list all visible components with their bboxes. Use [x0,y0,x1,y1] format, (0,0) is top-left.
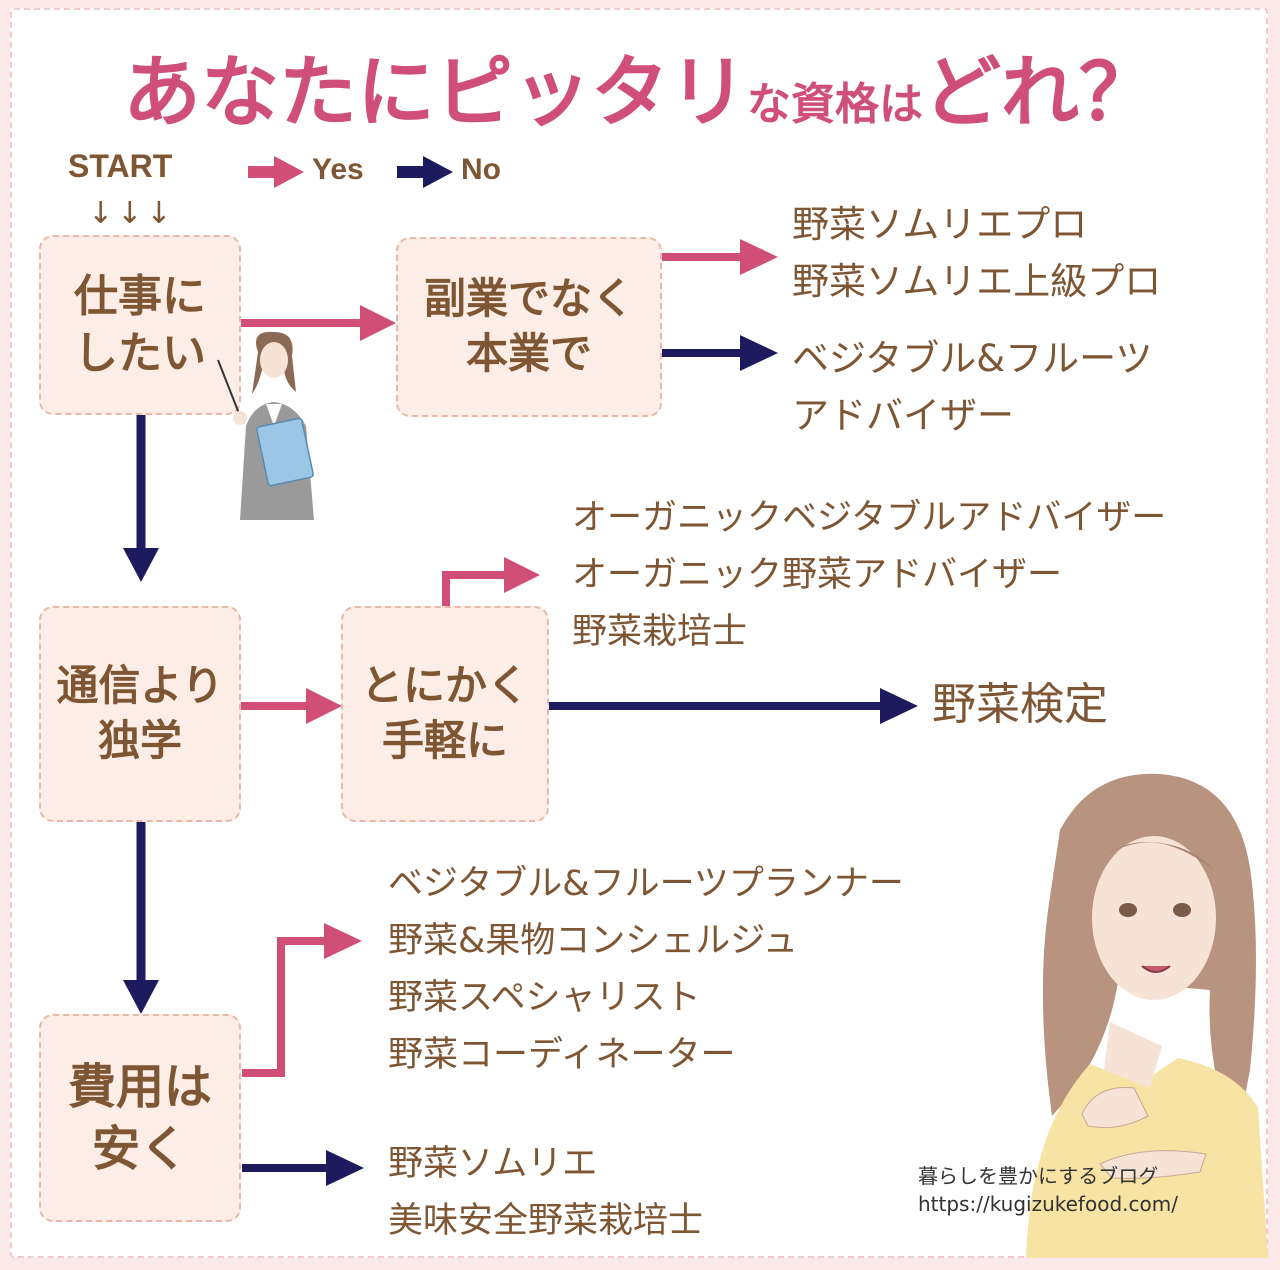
title-part-2: な資格は [747,79,923,130]
result-item: 野菜&果物コンシェルジュ [388,921,798,961]
result-item: 美味安全野菜栽培士 [388,1201,704,1241]
arrow-q3-no [123,822,159,1014]
arrow-q1-yes [240,305,396,341]
result-item: ベジタブル&フルーツ [792,337,1153,380]
question-box-self-study: 通信より 独学 [39,606,241,822]
result-group-5: ベジタブル&フルーツプランナー 野菜&果物コンシェルジュ 野菜スペシャリスト 野… [388,856,904,1084]
arrow-q5-no [242,1150,364,1186]
result-group-4: 野菜検定 [932,676,1108,733]
result-item: 野菜ソムリエプロ [792,203,1088,246]
result-item: 野菜ソムリエ上級プロ [792,260,1162,303]
question-box-easy: とにかく 手軽に [341,606,549,822]
blog-url: https://kugizukefood.com/ [918,1192,1178,1216]
legend-start: START [68,148,173,184]
result-group-1: 野菜ソムリエプロ 野菜ソムリエ上級プロ [792,196,1161,310]
result-item: ベジタブル&フルーツプランナー [388,864,904,904]
legend-no-label: No [461,153,501,186]
result-item: アドバイザー [792,394,1014,437]
arrow-q4-yes [442,557,540,606]
legend-yes-label: Yes [312,153,364,186]
arrow-q2-no [662,335,778,371]
question-box-main-job: 副業でなく 本業で [396,237,662,417]
arrow-q4-no [549,688,918,724]
title-part-3: どれ？ [923,48,1158,138]
blog-credit: 暮らしを豊かにするブログ https://kugizukefood.com/ [918,1162,1178,1218]
legend-yes-arrow [248,156,304,188]
result-item: 野菜コーディネーター [388,1035,736,1075]
question-text-self-study: 通信より 独学 [56,661,224,765]
result-item: 野菜スペシャリスト [388,978,701,1018]
result-group-6: 野菜ソムリエ 美味安全野菜栽培士 [388,1136,703,1250]
result-item: 野菜栽培士 [572,612,748,652]
start-down-arrows: ↓↓↓ [88,196,176,231]
arrow-q1-no [123,414,159,582]
result-item: 野菜ソムリエ [388,1144,598,1184]
question-text-work: 仕事に したい [74,270,206,379]
arrow-q2-yes [662,239,778,275]
question-box-low-cost: 費用は 安く [39,1014,241,1222]
result-item: オーガニックベジタブルアドバイザー [572,498,1167,538]
arrow-q3-yes [240,688,342,724]
result-item: オーガニック野菜アドバイザー [572,555,1063,595]
title-part-1: あなたにピッタリ [122,48,747,138]
woman-illustration [1026,773,1268,1258]
question-text-main-job: 副業でなく 本業で [423,274,634,378]
arrow-q5-yes [242,923,362,1077]
page-title: あなたにピッタリな資格はどれ？ [0,30,1280,142]
question-text-low-cost: 費用は 安く [67,1058,212,1177]
question-box-work: 仕事に したい [39,235,241,415]
result-group-3: オーガニックベジタブルアドバイザー オーガニック野菜アドバイザー 野菜栽培士 [572,490,1166,661]
result-group-2: ベジタブル&フルーツ アドバイザー [792,330,1152,444]
businesswoman-illustration [217,331,314,520]
question-text-easy: とにかく 手軽に [360,661,529,765]
blog-name: 暮らしを豊かにするブログ [918,1164,1159,1188]
legend-no-arrow [397,156,453,188]
result-item: 野菜検定 [932,679,1108,730]
